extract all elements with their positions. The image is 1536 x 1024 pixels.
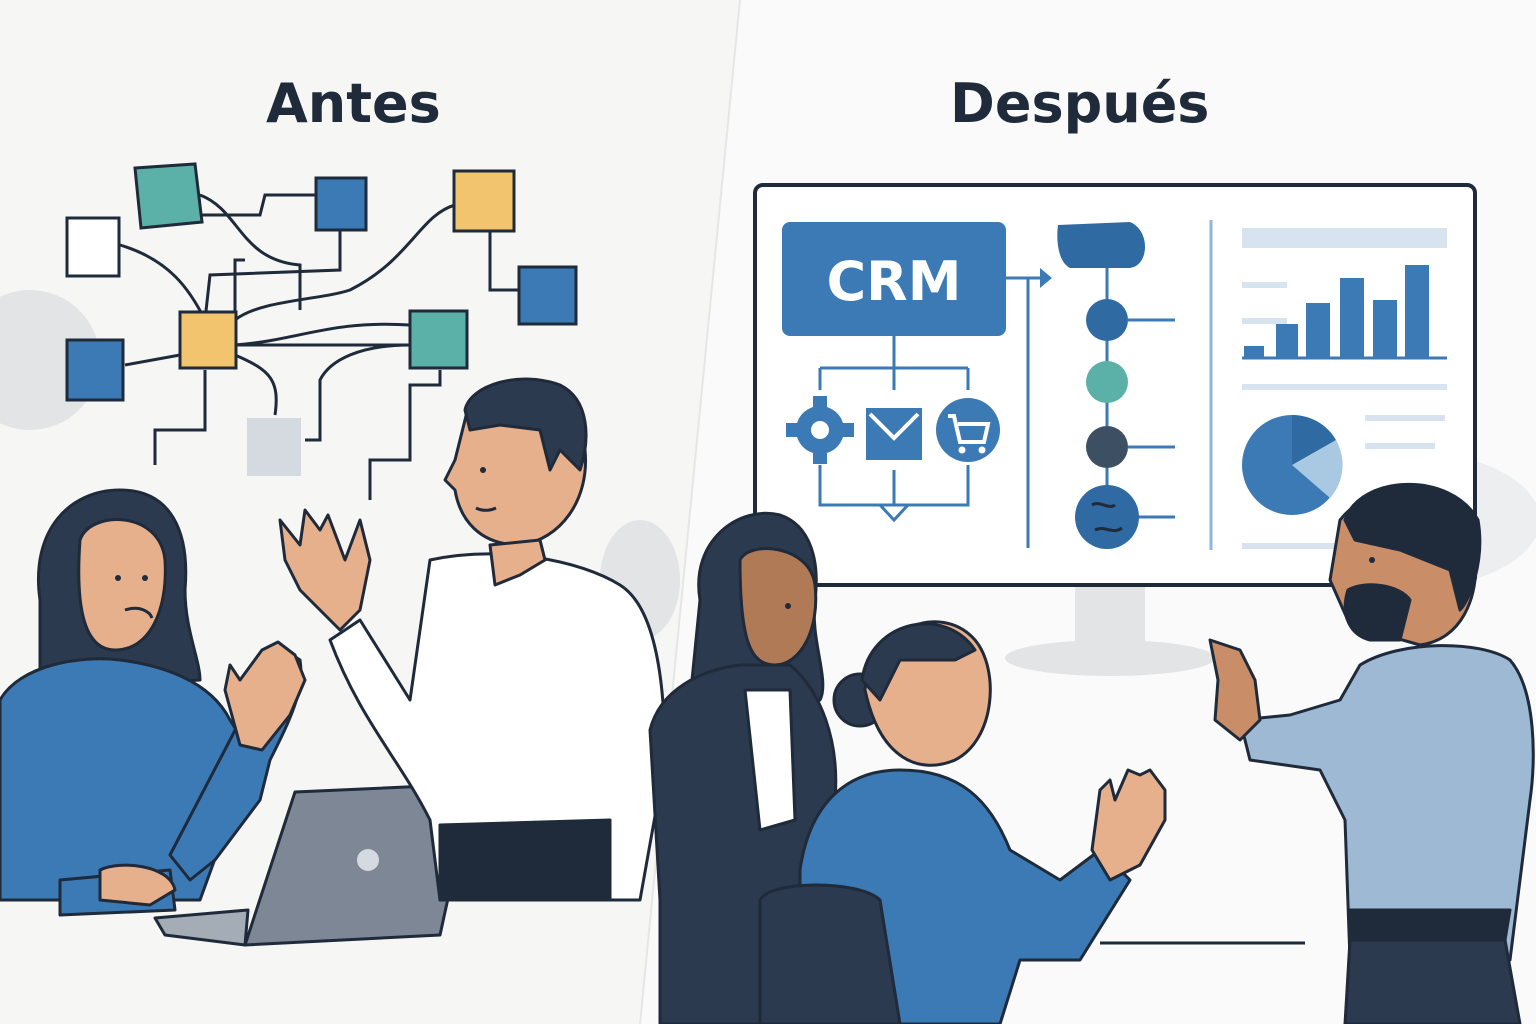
panel-title-after: Después [950, 72, 1210, 135]
crm-label: CRM [827, 250, 962, 313]
pie-chart [1242, 414, 1445, 549]
bearded-man-presenter [1208, 482, 1535, 1024]
seated-woman [758, 620, 1167, 1024]
frustrated-woman [0, 488, 307, 917]
process-timeline [1057, 222, 1175, 549]
diagram-nodes [65, 162, 578, 476]
woman-in-blazer [648, 511, 838, 1024]
bar-chart [1242, 228, 1447, 390]
mail-icon [866, 408, 922, 460]
gear-icon [786, 396, 854, 464]
cart-icon [936, 398, 1000, 462]
confused-man [278, 377, 667, 902]
crm-flow: CRM [782, 222, 1052, 548]
messy-process-diagram [119, 193, 520, 500]
panel-title-before: Antes [266, 72, 441, 135]
